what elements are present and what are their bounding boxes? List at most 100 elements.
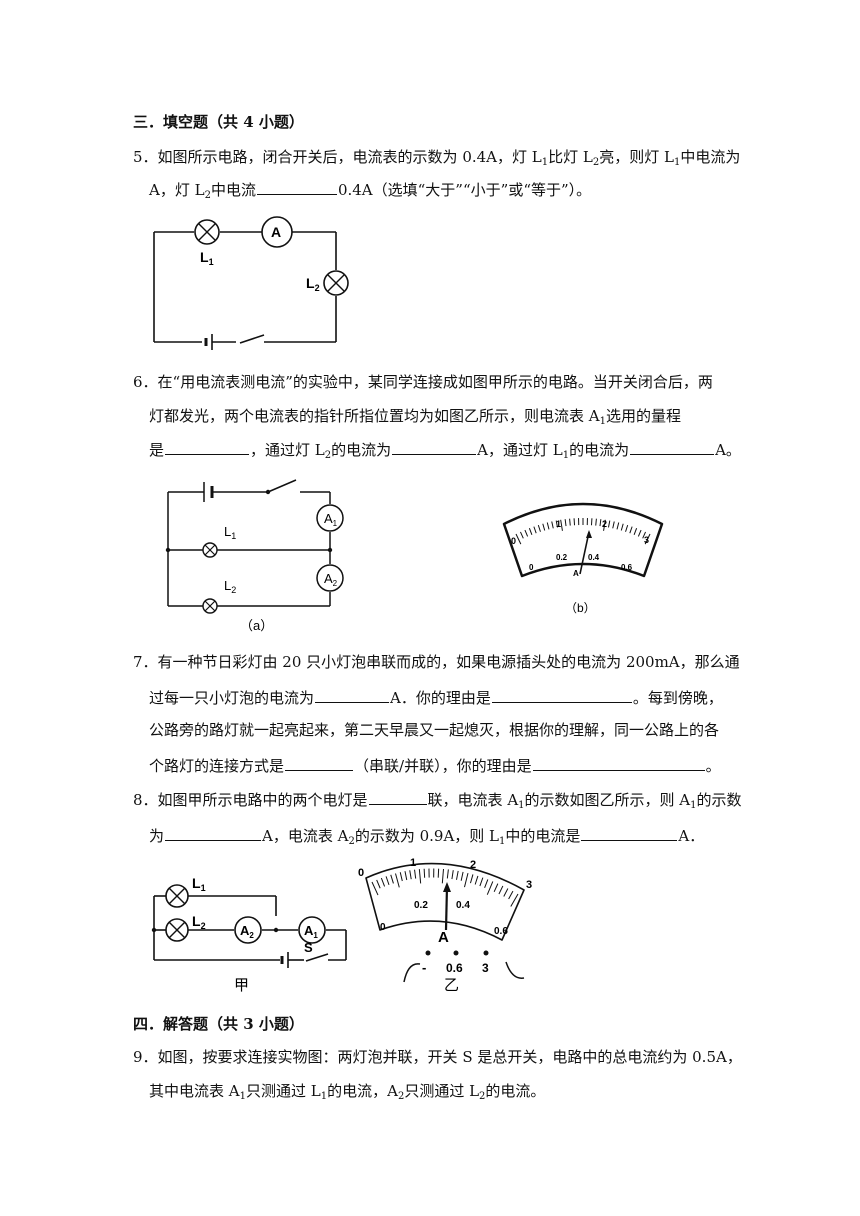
- scale-tick: [371, 881, 379, 896]
- scale-tick: [546, 522, 550, 530]
- scale-tick: [376, 879, 381, 889]
- q8-ammeter-figure-yi: 0 1 2 3 0 0.2 0.4 0.6 A - 0.6 3 乙: [358, 857, 532, 994]
- q6-line-2: 灯都发光，两个电流表的指针所指位置均为如图乙所示，则电流表 A1选用的量程: [149, 407, 681, 427]
- scale-tick: [524, 529, 529, 537]
- scale-tick: [385, 876, 390, 886]
- q6b-inner-3: 0.6: [621, 563, 633, 572]
- q5-circuit-figure: L1 A L2: [153, 216, 349, 350]
- scale-tick: [528, 528, 533, 535]
- scale-tick: [395, 873, 400, 888]
- q8-inner-3: 0.6: [494, 926, 508, 937]
- section-4-title: 四．解答题（共 3 小题）: [133, 1015, 304, 1033]
- q8-label-l1: L1: [192, 875, 206, 893]
- q6a-label-l1: L1: [224, 524, 236, 541]
- q8-caption-jia: 甲: [234, 977, 249, 994]
- q6b-outer-3: 3: [644, 535, 649, 545]
- q8-blank-type[interactable]: [368, 788, 427, 805]
- scale-tick: [503, 888, 509, 897]
- q5-ammeter-label: A: [271, 224, 281, 240]
- q8-terminal-neg: -: [422, 960, 426, 975]
- scale-tick: [414, 869, 417, 879]
- q8-unit: A: [438, 929, 449, 946]
- scale-tick: [508, 890, 514, 900]
- q8-ammeter-a2: [234, 916, 262, 944]
- scale-tick: [380, 877, 386, 887]
- scale-tick: [474, 875, 479, 885]
- q8-inner-0: 0: [380, 922, 386, 933]
- q7-blank-reason-2[interactable]: [532, 754, 705, 771]
- q8-outer-0: 0: [358, 867, 364, 879]
- scale-tick: [533, 526, 537, 534]
- q6a-ammeter-a2: [316, 564, 344, 592]
- q7-blank-current[interactable]: [315, 686, 390, 703]
- q6b-pointer: [579, 531, 590, 575]
- svg-text:A1: A1: [324, 511, 338, 528]
- q6-line-1: 6．在“用电流表测电流”的实验中，某同学连接成如图甲所示的电路。当开关闭合后，两: [133, 373, 713, 391]
- q5-label-l2: L2: [306, 275, 320, 293]
- q7-line-4: 个路灯的连接方式是（串联/并联），你的理由是。: [149, 754, 721, 776]
- q8-terminal-3: 3: [482, 961, 489, 975]
- scale-tick: [510, 893, 519, 907]
- scale-tick: [456, 870, 459, 880]
- scale-tick: [644, 533, 651, 545]
- svg-text:A2: A2: [240, 923, 254, 940]
- scale-tick: [564, 519, 567, 527]
- scale-tick: [620, 523, 624, 531]
- q7-blank-connection[interactable]: [285, 754, 354, 771]
- scale-tick: [629, 526, 633, 534]
- scale-tick: [595, 518, 597, 526]
- q6b-outer-1: 1: [556, 519, 561, 529]
- q8-outer-3: 3: [526, 879, 532, 891]
- scale-tick: [469, 874, 474, 884]
- scale-tick: [542, 523, 546, 531]
- scale-tick: [390, 874, 394, 884]
- scale-tick: [599, 519, 602, 527]
- scale-tick: [460, 871, 464, 881]
- scale-tick: [537, 524, 541, 532]
- q6b-unit: A: [573, 569, 579, 578]
- q6-blank-l1-current[interactable]: [630, 438, 715, 455]
- q8-blank-l1[interactable]: [581, 824, 678, 841]
- q6-ammeter-figure-b: 0 1 2 3 0 0.2 0.4 0.6 A （b）: [502, 502, 664, 615]
- q8-line-1: 8．如图甲所示电路中的两个电灯是联，电流表 A1的示数如图乙所示，则 A1的示数: [133, 788, 742, 816]
- scale-tick: [409, 870, 412, 880]
- q9-line-2: 其中电流表 A1只测通过 L1的电流，A2只测通过 L2的电流。: [149, 1082, 546, 1102]
- section-3-title: 三．填空题（共 4 小题）: [133, 113, 304, 131]
- scale-tick: [560, 519, 563, 531]
- scale-tick: [484, 879, 489, 889]
- q5-blank[interactable]: [256, 178, 337, 195]
- scale-tick: [423, 868, 426, 878]
- q7-blank-reason-1[interactable]: [491, 686, 632, 703]
- scale-tick: [633, 528, 638, 535]
- q8-label-switch: S: [304, 940, 313, 955]
- q8-pointer: [444, 885, 449, 931]
- q5-lamp-l2: [323, 270, 349, 296]
- scale-tick: [555, 520, 559, 528]
- scale-tick: [498, 885, 504, 895]
- scale-tick: [418, 869, 422, 884]
- q5-line-1: 5．如图所示电路，闭合开关后，电流表的示数为 0.4A，灯 L1比灯 L2亮，则…: [133, 148, 741, 168]
- scale-tick: [441, 868, 444, 884]
- scale-tick: [551, 521, 554, 529]
- q8-caption-yi: 乙: [444, 977, 459, 994]
- scale-tick: [479, 877, 484, 887]
- q7-line-1: 7．有一种节日彩灯由 20 只小灯泡串联而成的，如果电源插头处的电流为 200m…: [133, 653, 740, 671]
- q6b-caption: （b）: [565, 601, 596, 615]
- svg-text:A2: A2: [324, 571, 338, 588]
- scale-tick: [642, 531, 646, 539]
- q8-blank-a1[interactable]: [165, 824, 262, 841]
- q8-lamp-l2: [165, 918, 189, 942]
- scale-tick: [616, 522, 620, 530]
- svg-text:A1: A1: [304, 923, 318, 940]
- q6-blank-range[interactable]: [165, 438, 250, 455]
- scale-tick: [637, 529, 642, 537]
- q8-lamp-l1: [165, 884, 189, 908]
- q5-label-l1: L1: [200, 249, 214, 267]
- q6-blank-l2-current[interactable]: [392, 438, 477, 455]
- scale-tick: [520, 531, 524, 539]
- q9-line-1: 9．如图，按要求连接实物图：两灯泡并联，开关 S 是总开关，电路中的总电流约为 …: [133, 1048, 742, 1066]
- q5-ammeter: [261, 216, 293, 248]
- q6b-inner-0: 0: [529, 563, 534, 572]
